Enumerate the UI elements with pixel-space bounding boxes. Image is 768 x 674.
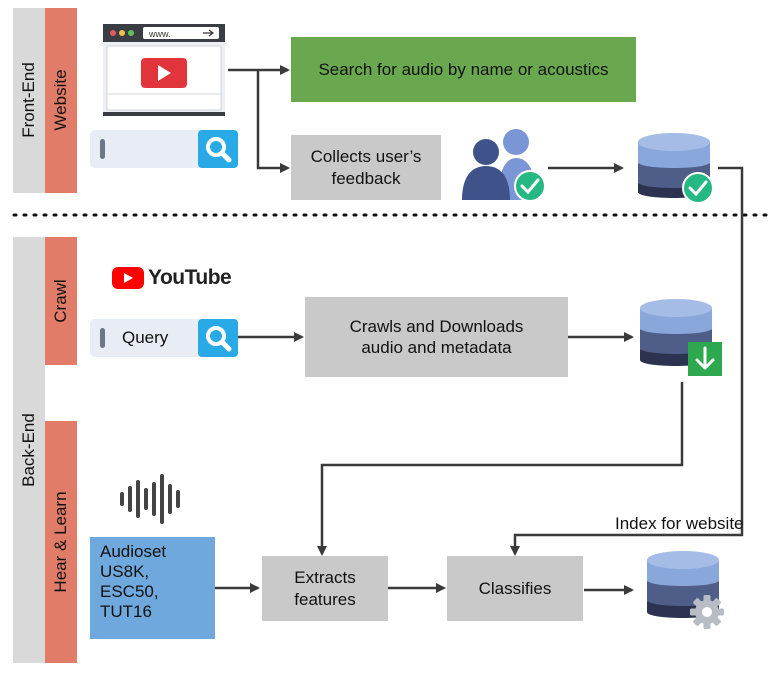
- extracts-features-box: Extracts features: [262, 556, 388, 621]
- query-search-bar[interactable]: Query: [90, 319, 238, 357]
- classifies-box: Classifies: [447, 556, 583, 621]
- crawl-band: [45, 237, 77, 365]
- youtube-logo-icon: YouTube: [112, 266, 232, 290]
- query-caret: [100, 328, 105, 348]
- download-database-icon: [640, 299, 722, 376]
- search-button[interactable]: [198, 130, 238, 168]
- users-icon: [462, 129, 546, 202]
- website-search-bar[interactable]: [90, 130, 238, 168]
- search-icon: [206, 137, 232, 163]
- browser-url-text: www.: [148, 29, 171, 39]
- waveform-icon: [120, 474, 180, 524]
- search-icon: [206, 326, 232, 352]
- feedback-database-icon: [638, 133, 714, 204]
- check-icon: [514, 170, 546, 202]
- query-search-button[interactable]: [198, 319, 238, 357]
- youtube-logo-text: YouTube: [148, 266, 232, 289]
- browser-video-icon: www.: [103, 24, 225, 116]
- download-icon: [688, 342, 722, 376]
- check-icon: [682, 172, 714, 204]
- index-label: Index for website: [615, 514, 744, 533]
- feedback-box: Collects user’s feedback: [291, 135, 441, 200]
- search-audio-box: Search for audio by name or acoustics: [291, 37, 636, 102]
- index-database-icon: [647, 551, 724, 629]
- front-end-band: [13, 8, 45, 193]
- query-label: Query: [122, 328, 169, 347]
- datasets-box: Audioset US8K, ESC50, TUT16: [90, 537, 215, 639]
- website-band: [45, 8, 77, 193]
- hear-learn-band: [45, 421, 77, 663]
- back-end-band: [13, 237, 45, 663]
- crawls-box: Crawls and Downloads audio and metadata: [305, 297, 568, 377]
- search-caret: [100, 139, 105, 159]
- gear-icon: [690, 595, 724, 629]
